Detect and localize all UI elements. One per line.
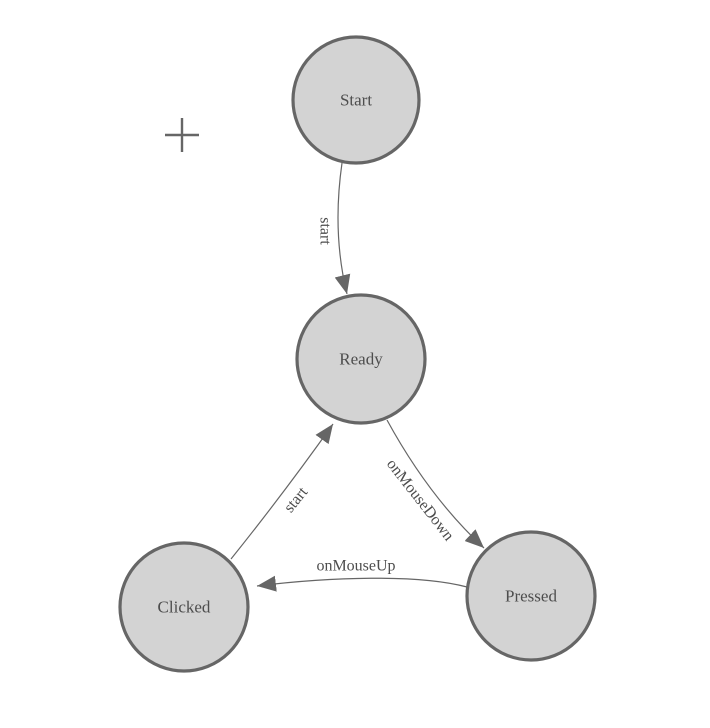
node-label-start: Start: [340, 91, 372, 110]
node-ready[interactable]: Ready: [295, 293, 427, 425]
node-circle-pressed[interactable]: [465, 530, 597, 662]
node-clicked[interactable]: Clicked: [118, 541, 250, 673]
cursor-layer: [165, 118, 199, 152]
edge-pressed-to-clicked[interactable]: [256, 575, 468, 592]
edge-ready-to-pressed[interactable]: [386, 419, 485, 549]
crosshair-cursor-icon: [165, 118, 199, 152]
node-label-clicked: Clicked: [158, 598, 211, 617]
node-circle-clicked[interactable]: [118, 541, 250, 673]
node-start[interactable]: Start: [291, 35, 421, 165]
node-circle-ready[interactable]: [295, 293, 427, 425]
node-label-ready: Ready: [339, 350, 383, 369]
edge-clicked-to-ready[interactable]: [230, 423, 334, 560]
node-circle-start[interactable]: [291, 35, 421, 165]
edge-start-to-ready[interactable]: [334, 162, 351, 295]
edge-label-pressed-to-clicked: onMouseUp: [316, 558, 395, 575]
node-pressed[interactable]: Pressed: [465, 530, 597, 662]
edge-label-start-to-ready: start: [317, 217, 334, 245]
node-label-pressed: Pressed: [505, 587, 557, 606]
edge-label-ready-to-pressed: onMouseDown: [383, 456, 457, 544]
